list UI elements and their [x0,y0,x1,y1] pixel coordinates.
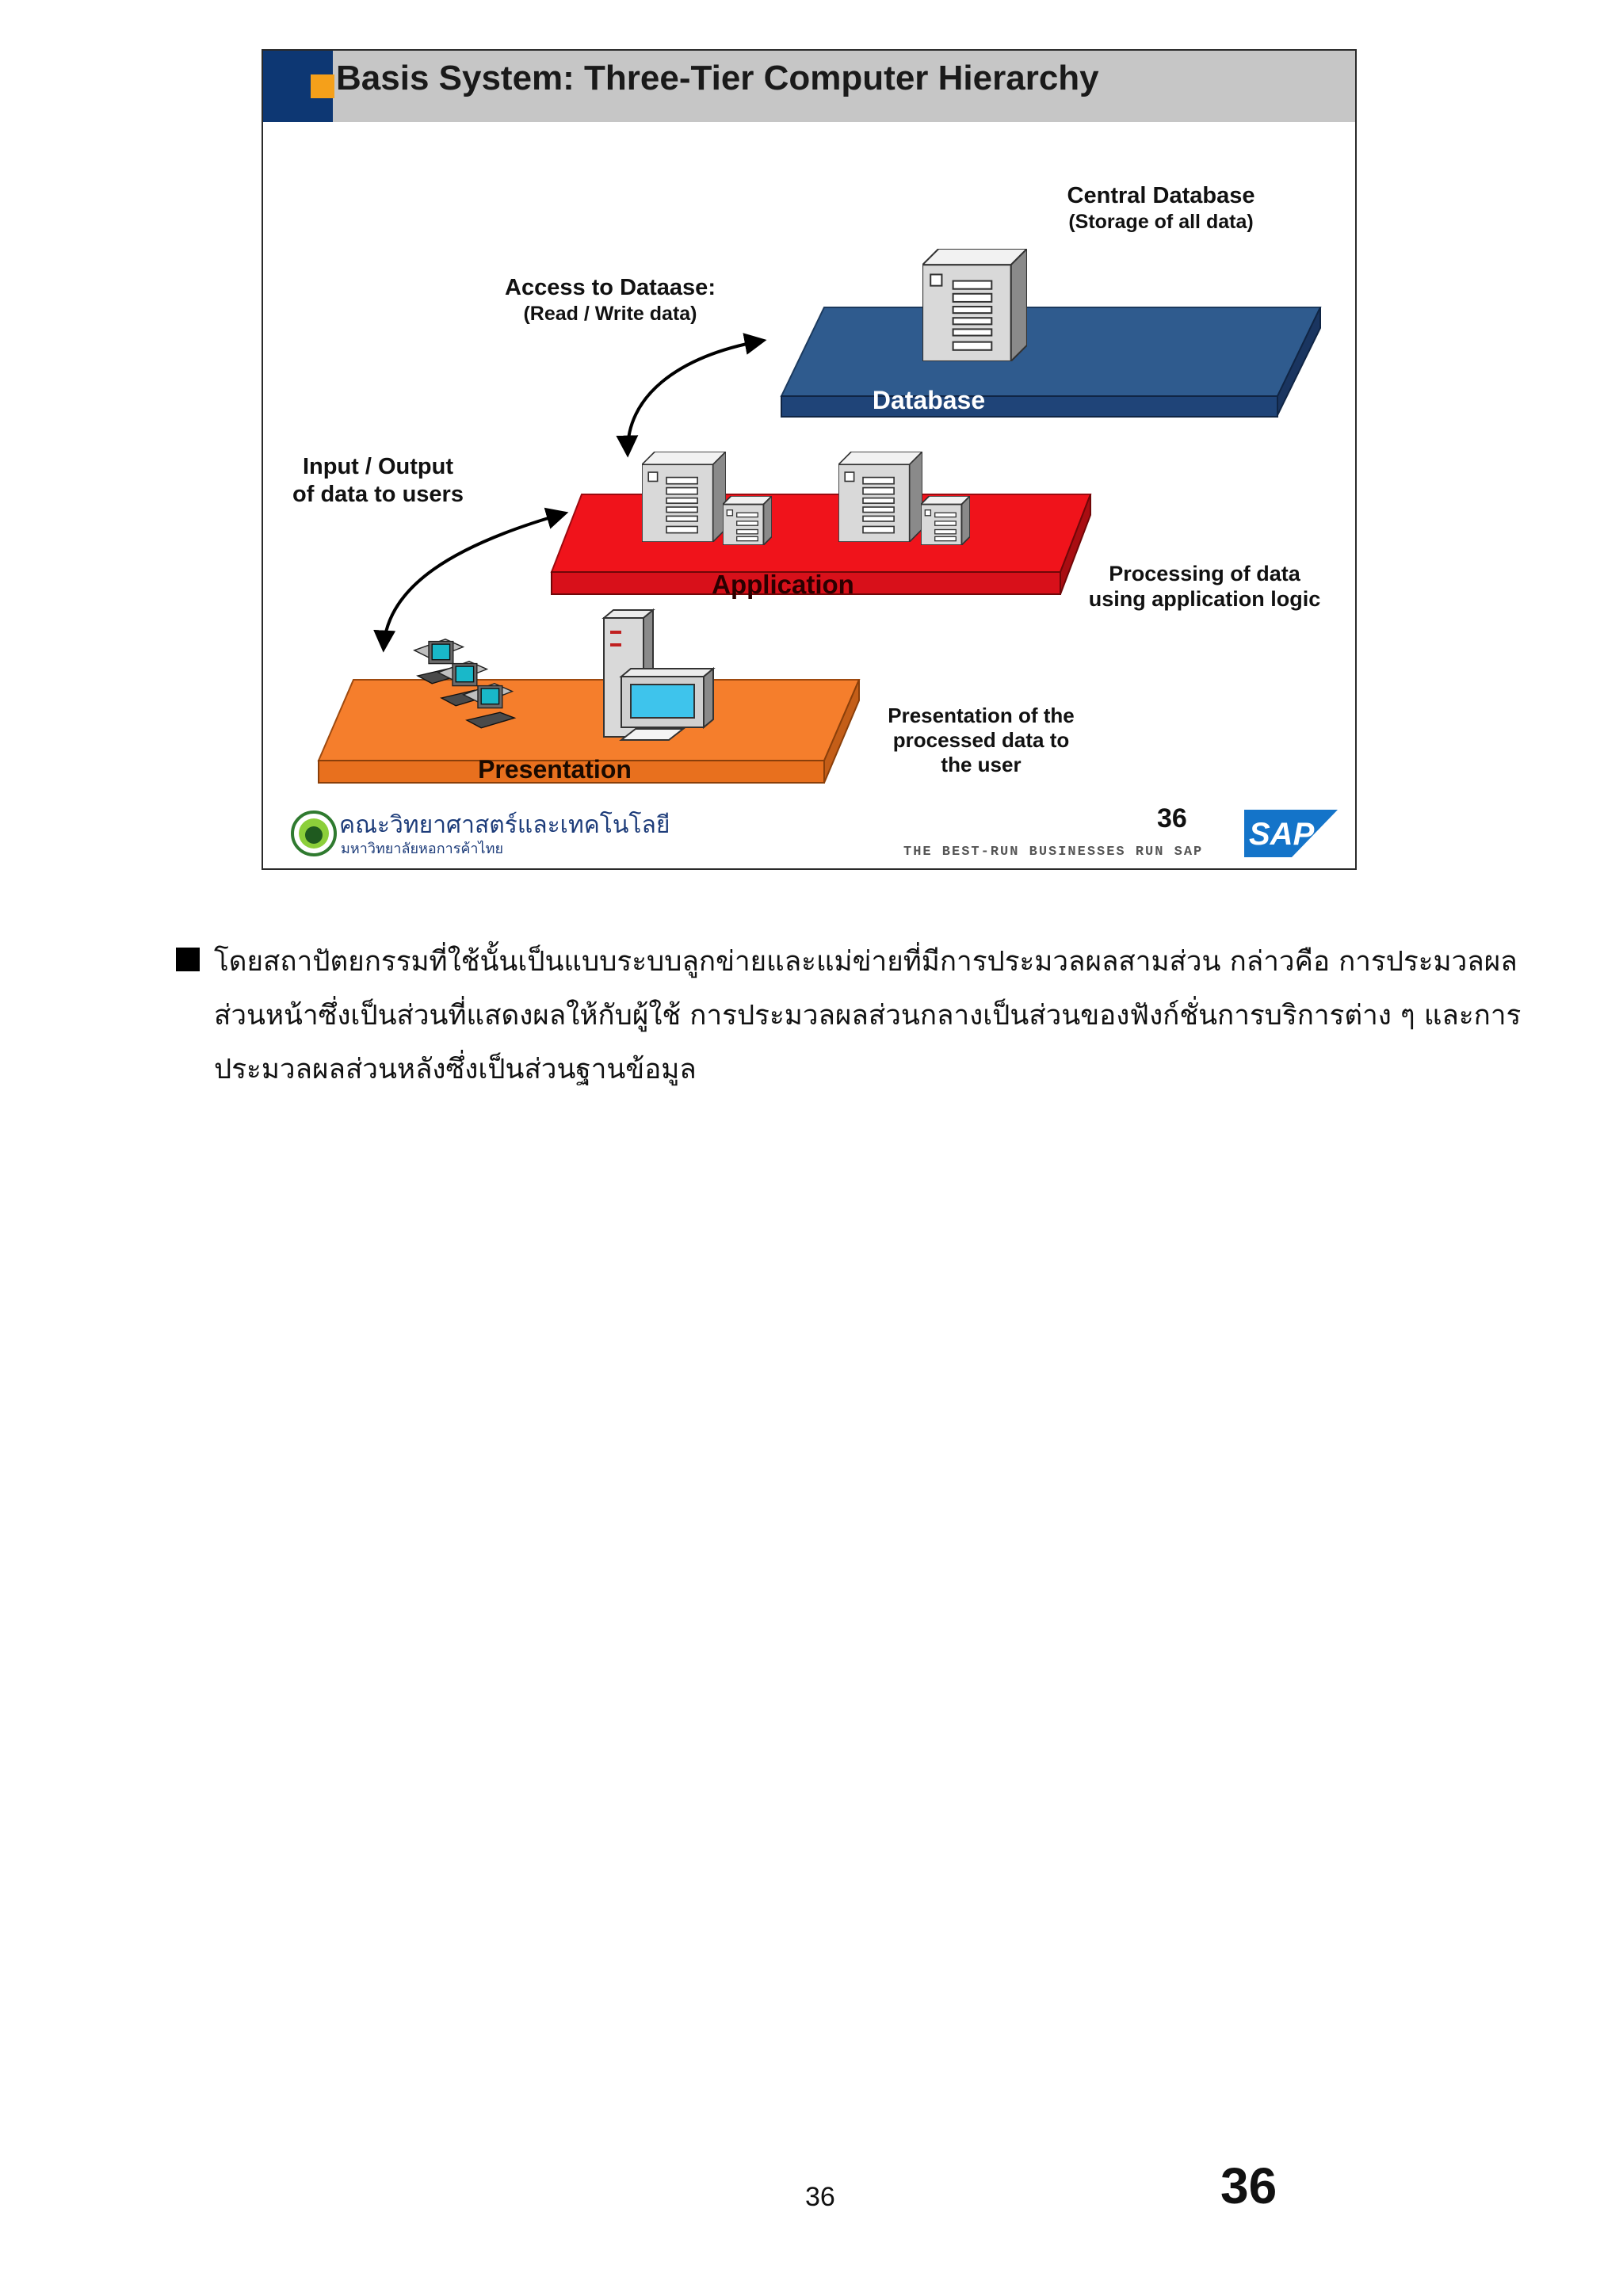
presentation-tier [317,608,861,784]
university-name: มหาวิทยาลัยหอการค้าไทย [341,841,504,857]
svg-text:SAP: SAP [1249,817,1315,852]
slide-title: Basis System: Three-Tier Computer Hierar… [336,59,1099,97]
application-server-icon [921,496,970,545]
access-database-label: Access to Dataase: (Read / Write data) [505,275,716,325]
workstation-icon [601,608,716,741]
slide-title-bar: Basis System: Three-Tier Computer Hierar… [263,51,1355,122]
input-output-arrow [373,507,569,653]
page-number-large: 36 [1220,2157,1277,2214]
title-bullet-square [311,74,334,98]
database-server-icon [922,249,1027,361]
tier-label-application: Application [712,570,854,599]
sap-logo: SAP [1244,810,1338,857]
access-database-arrow [616,333,767,458]
application-server-icon [838,452,922,542]
application-server-icon [642,452,726,542]
three-tier-diagram [317,249,1322,784]
database-tier [780,249,1322,418]
slide-number: 36 [1157,803,1187,833]
input-output-label: Input / Output of data to users [292,454,464,507]
tier-label-database: Database [872,386,986,414]
application-server-icon [723,496,772,545]
faculty-name: คณะวิทยาศาสตร์และเทคโนโลยี [339,811,670,839]
body-paragraph: โดยสถาปัตยกรรมที่ใช้นั้นเป็นแบบระบบลูกข่… [214,946,1522,1085]
page-number-small: 36 [805,2182,835,2212]
sap-tagline: THE BEST-RUN BUSINESSES RUN SAP [903,845,1204,860]
paragraph-bullet [176,948,200,971]
presentation-label: Presentation of the processed data to th… [888,704,1075,777]
processing-label: Processing of data using application log… [1088,562,1321,612]
tier-label-presentation: Presentation [478,755,632,784]
slide: Basis System: Three-Tier Computer Hierar… [262,49,1357,870]
central-database-label: Central Database (Storage of all data) [1067,183,1255,233]
faculty-logo-icon [291,810,337,856]
